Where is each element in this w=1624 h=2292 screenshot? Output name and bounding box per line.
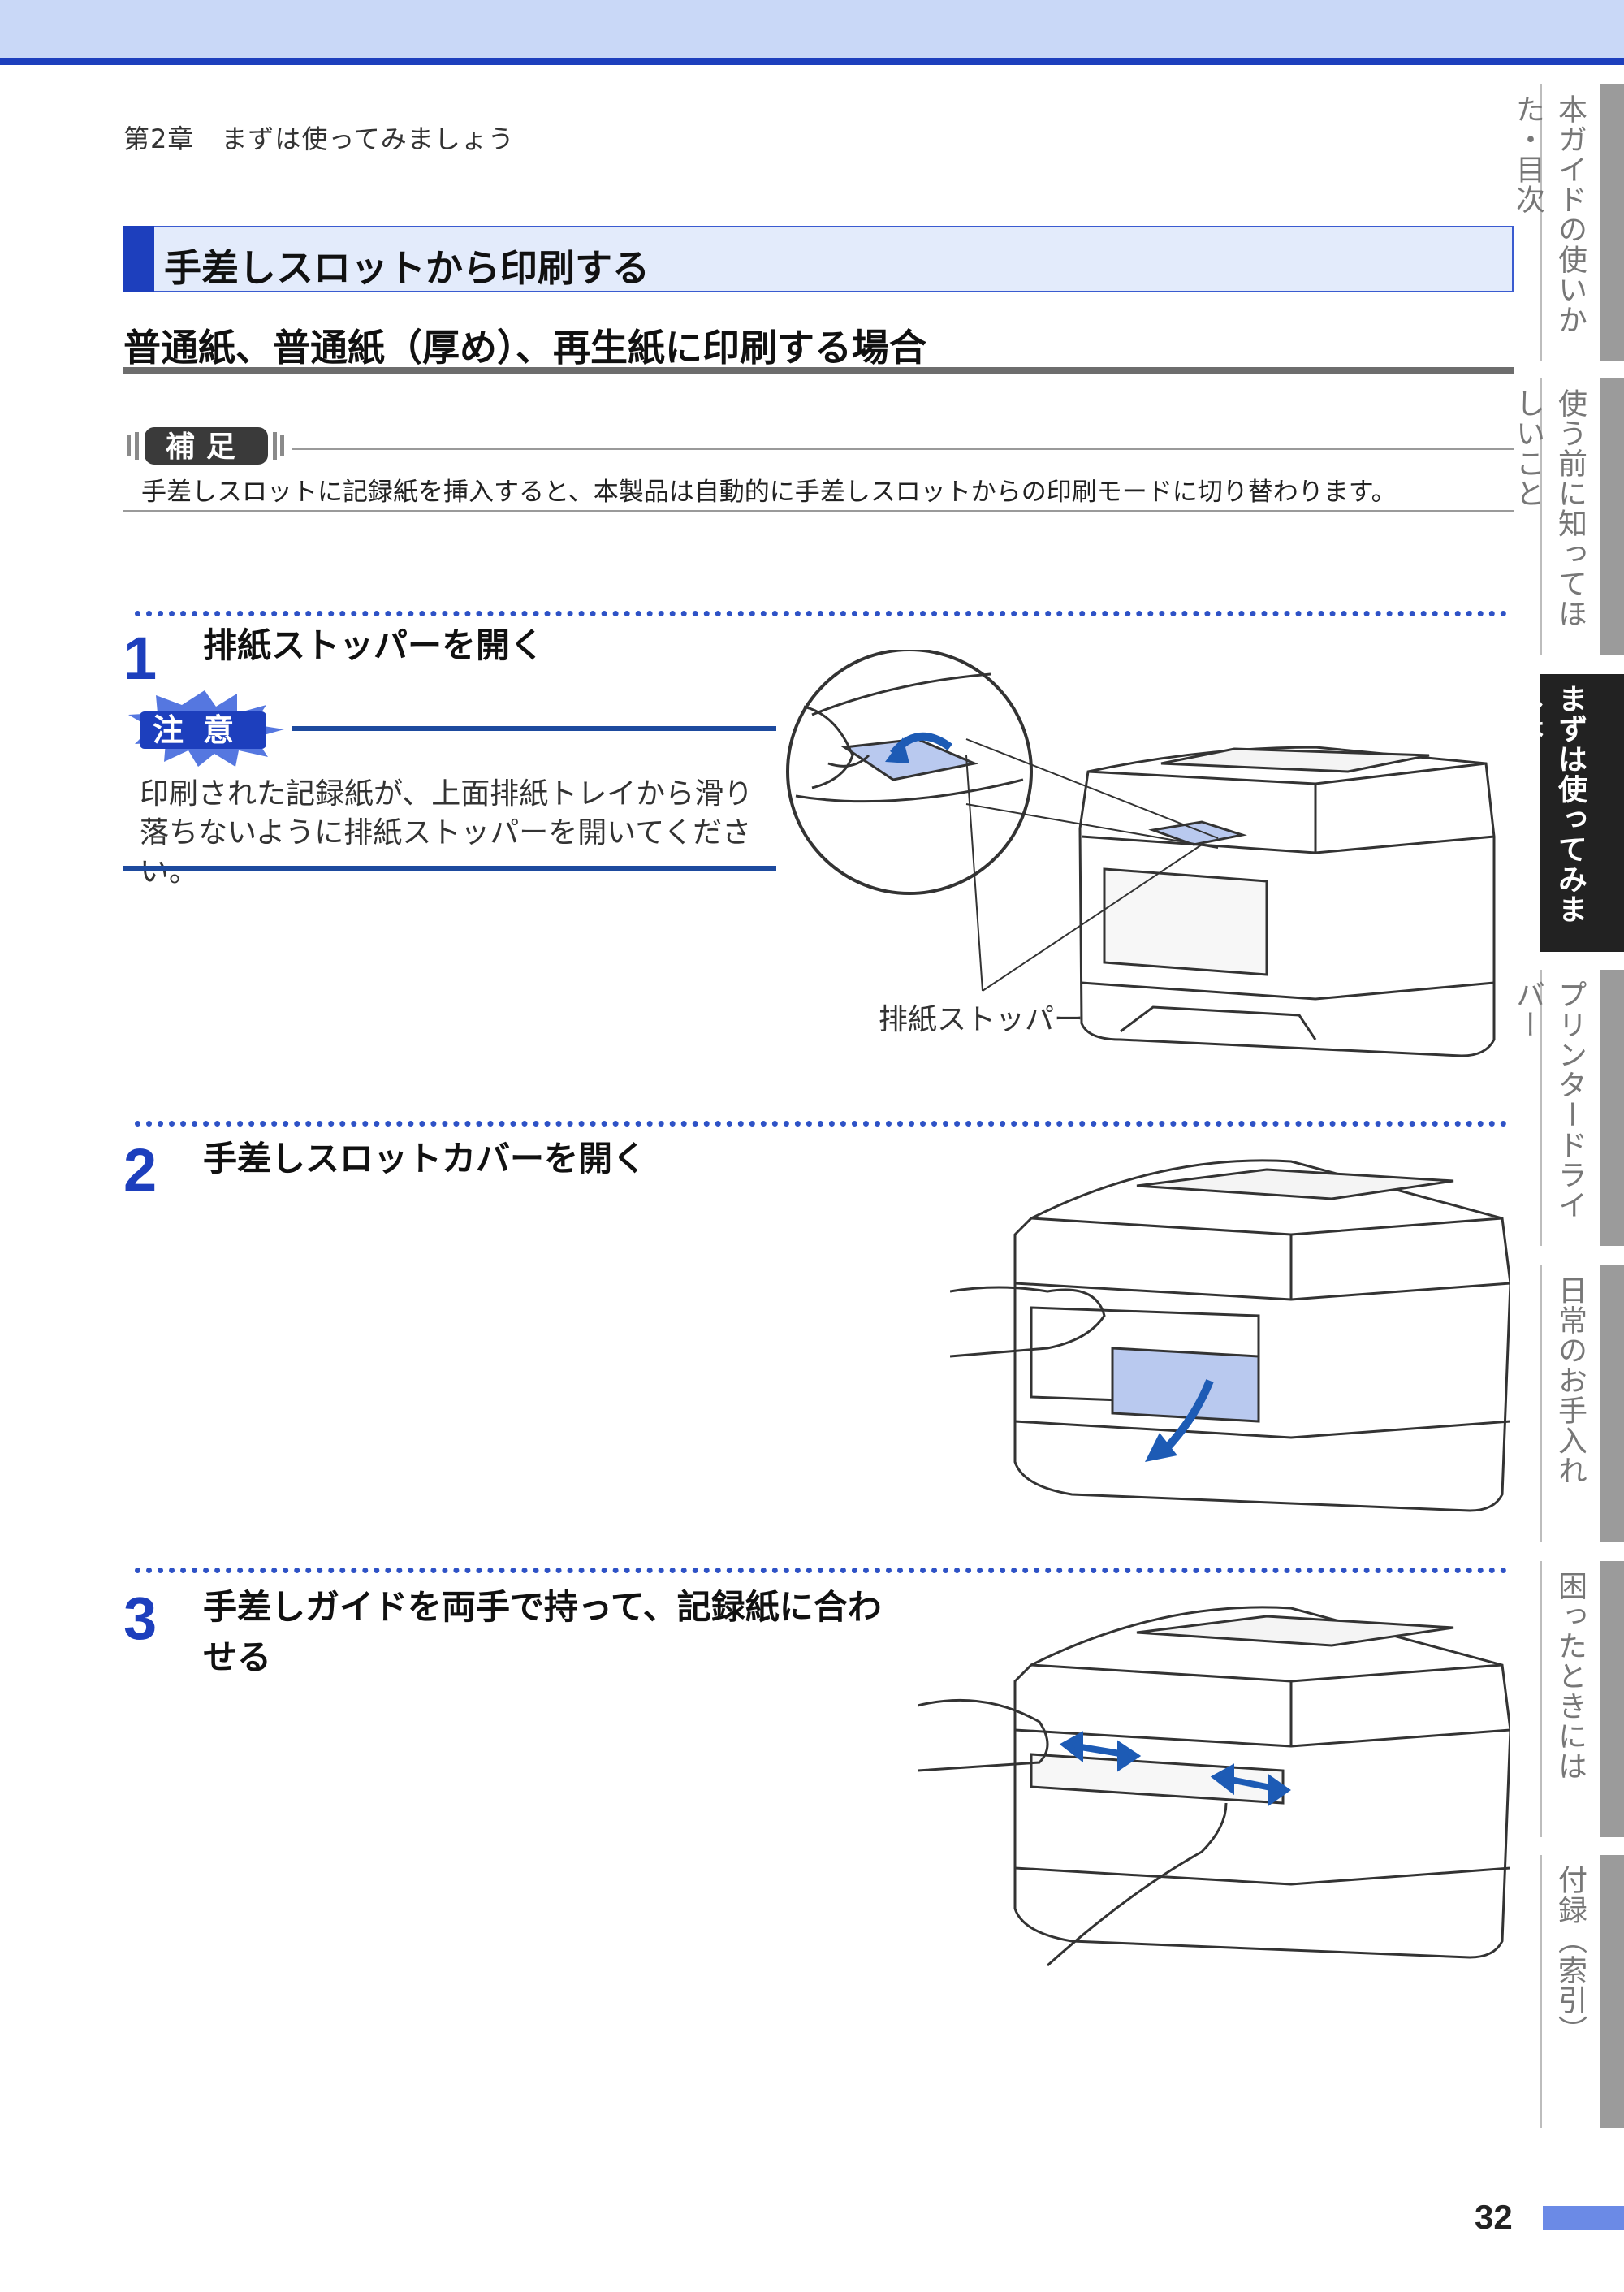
step-number-2: 2 — [123, 1136, 158, 1204]
caution-text: 印刷された記録紙が、上面排紙トレイから滑り落ちないように排紙ストッパーを開いてく… — [140, 777, 754, 889]
header-rule — [0, 58, 1624, 65]
caution-bottom-rule — [123, 866, 776, 871]
caution-label-text: 注意 — [153, 712, 253, 748]
side-tab-bar — [1600, 378, 1624, 655]
caution-rule — [292, 726, 776, 731]
side-tab-label: 日常のお手入れ — [1553, 1275, 1587, 1485]
side-tab-bar — [1600, 1855, 1624, 2128]
side-tab-bar — [1600, 970, 1624, 1246]
side-tab-printer-driver[interactable]: プリンタードライバー — [1511, 970, 1624, 1246]
step-title-3-line-2: せる — [203, 1637, 272, 1677]
side-tab-label: 本ガイドの使いかた・目次 — [1511, 94, 1587, 335]
section-accent — [123, 226, 154, 292]
note-text: 手差しスロットに記録紙を挿入すると、本製品は自動的に手差しスロットからの印刷モー… — [141, 478, 1397, 507]
side-tab-bar — [1600, 674, 1624, 952]
page-number: 32 — [1475, 2198, 1513, 2236]
note-bottom-rule — [123, 510, 1514, 512]
note-rule — [292, 448, 1514, 450]
side-tab-maintenance[interactable]: 日常のお手入れ — [1540, 1265, 1624, 1542]
side-tab-bar — [1600, 84, 1624, 361]
step-number-1: 1 — [123, 625, 158, 692]
chapter-tabs: 本ガイドの使いかた・目次 使う前に知ってほしいこと まずは使ってみましょう プリ… — [1511, 84, 1624, 2128]
figure-callout: 排紙ストッパー — [879, 1003, 1084, 1036]
breadcrumb: 第2章 まずは使ってみましょう — [123, 123, 515, 154]
subsection-title: 普通紙、普通紙（厚め）、再生紙に印刷する場合 — [123, 326, 926, 370]
section-header: 手差しスロットから印刷する — [123, 226, 1514, 292]
side-tab-label: 使う前に知ってほしいこと — [1511, 388, 1587, 629]
side-tab-before-use[interactable]: 使う前に知ってほしいこと — [1511, 378, 1624, 655]
printer-illustration-stopper — [786, 650, 1496, 1057]
side-tab-label: まずは使ってみましょう — [1511, 684, 1587, 924]
subsection-rule — [123, 367, 1514, 374]
step-divider-1 — [135, 611, 1507, 616]
side-tab-label: 付録（索引） — [1553, 1865, 1587, 2045]
header-band — [0, 0, 1624, 58]
side-tab-getting-started[interactable]: まずは使ってみましょう — [1511, 674, 1624, 952]
step-divider-3 — [135, 1568, 1507, 1573]
page-number-bar — [1543, 2206, 1624, 2230]
side-tab-troubleshooting[interactable]: 困ったときには — [1540, 1561, 1624, 1837]
step-divider-2 — [135, 1121, 1507, 1127]
side-tab-label: 困ったときには — [1553, 1571, 1587, 1781]
note-label-badge: 補足 — [127, 427, 284, 465]
step-title-3-line-1: 手差しガイドを両手で持って、記録紙に合わ — [203, 1587, 882, 1627]
side-tab-label: プリンタードライバー — [1511, 980, 1587, 1220]
side-tab-bar — [1600, 1265, 1624, 1542]
printer-illustration-guides — [918, 1606, 1510, 1967]
step-number-3: 3 — [123, 1585, 158, 1652]
side-tab-appendix-index[interactable]: 付録（索引） — [1540, 1855, 1624, 2128]
section-title: 手差しスロットから印刷する — [164, 246, 650, 290]
caution-badge: 注意 — [128, 690, 284, 767]
step-title-1: 排紙ストッパーを開く — [203, 625, 545, 665]
side-tab-bar — [1600, 1561, 1624, 1837]
side-tab-guide-toc[interactable]: 本ガイドの使いかた・目次 — [1511, 84, 1624, 361]
step-title-2: 手差しスロットカバーを開く — [203, 1139, 647, 1178]
note-label-text: 補足 — [166, 430, 247, 464]
printer-illustration-cover — [950, 1159, 1510, 1512]
